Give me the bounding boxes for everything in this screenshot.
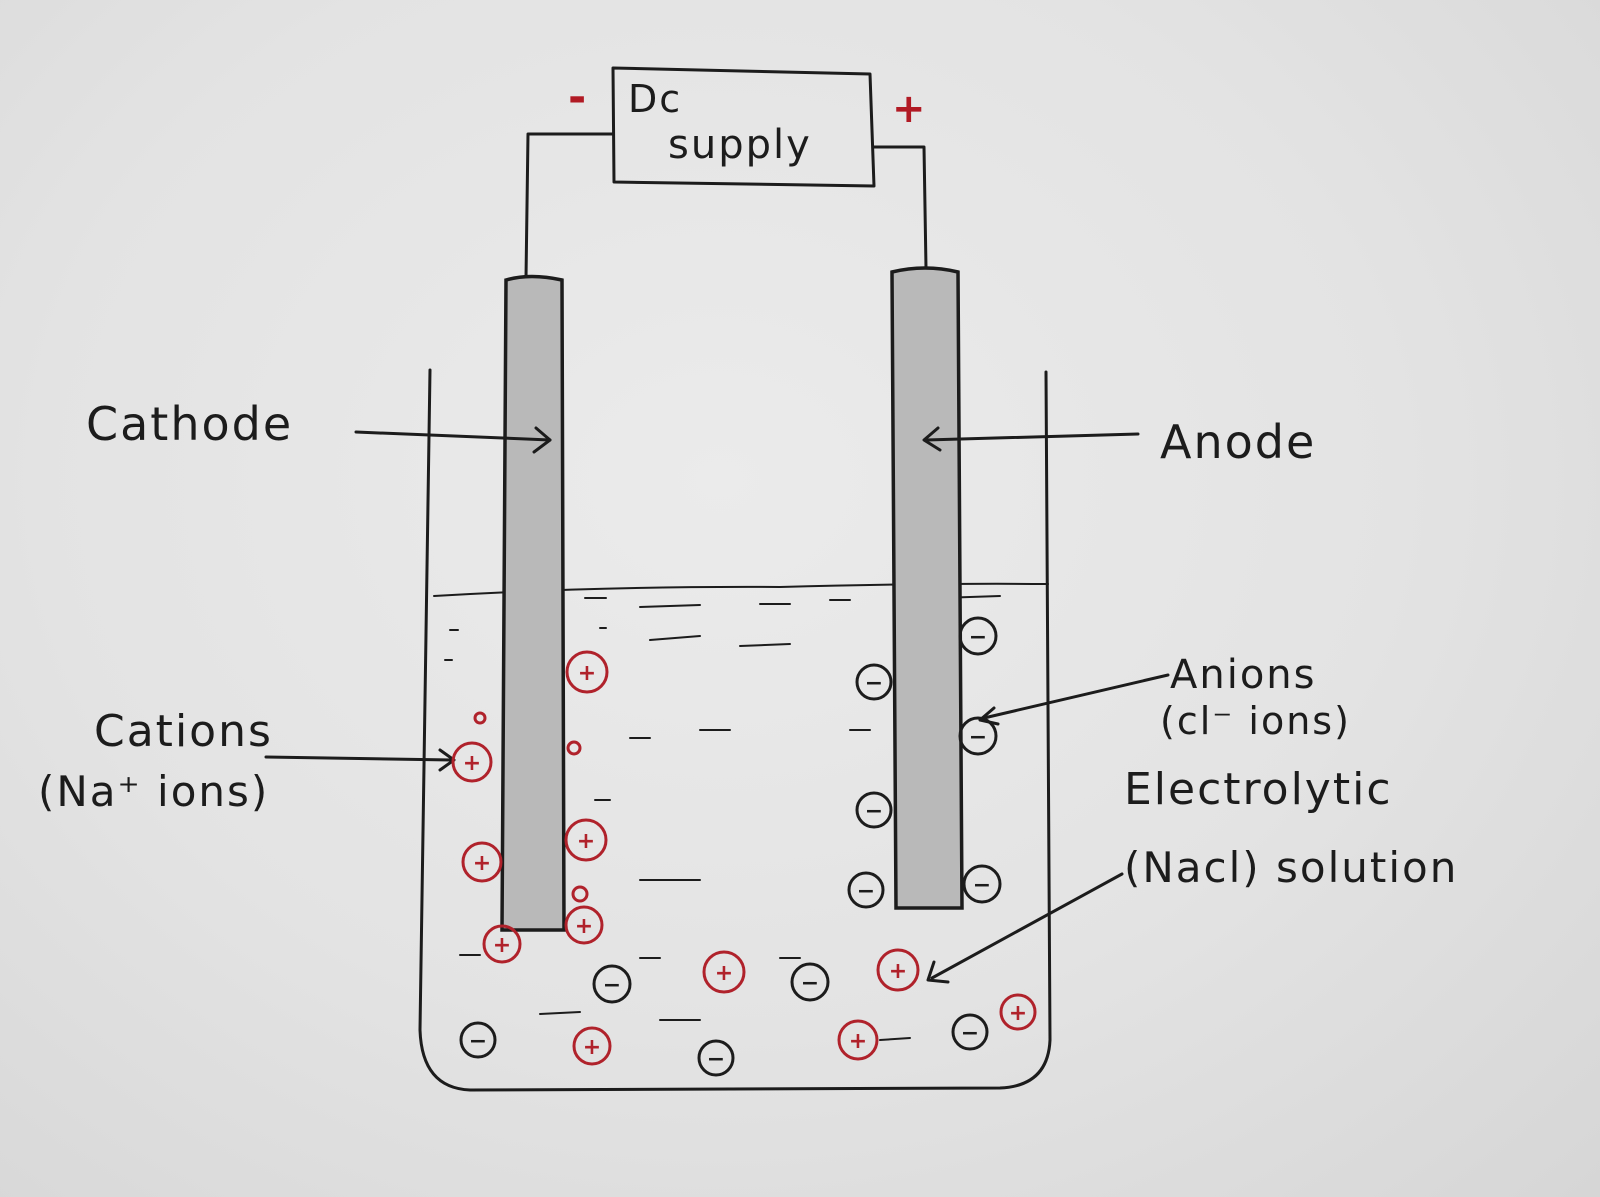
svg-text:+: + [715,961,733,986]
positive-terminal-sign: + [892,86,926,132]
svg-text:+: + [1009,1001,1027,1026]
anode-electrode [890,266,964,910]
anode-wire [872,145,928,270]
anion-ion: − [847,871,885,909]
svg-text:+: + [583,1035,601,1060]
anions-label-line1: Anions [1170,652,1317,698]
cathode-wire [524,132,615,280]
anions-pointer-arrow [978,673,1170,726]
cation-ion: + [572,1026,612,1066]
electrolyte-label-line2: (Nacl) solution [1124,843,1458,892]
cathode-pointer-arrow [354,426,552,454]
cation-ion: + [565,650,609,694]
supply-label-line2: supply [668,122,812,168]
svg-text:−: − [961,1021,979,1046]
svg-text:−: − [973,873,991,898]
svg-text:−: − [707,1047,725,1072]
anion-ion: − [958,616,998,656]
svg-text:+: + [575,914,593,939]
svg-text:−: − [865,671,883,696]
svg-text:+: + [493,933,511,958]
svg-text:−: − [865,799,883,824]
small-bubble [566,740,582,756]
anode-pointer-arrow [922,426,1140,452]
small-bubble [473,711,487,725]
anion-ion: − [855,791,893,829]
svg-text:−: − [801,971,819,996]
svg-text:−: − [469,1029,487,1054]
negative-terminal-sign: - [568,72,586,123]
anion-ion: − [958,716,998,756]
cation-ion: + [564,818,608,862]
anion-ion: − [790,962,830,1002]
cation-ion: + [564,905,604,945]
cation-ion: + [837,1019,879,1061]
cathode-electrode [500,274,566,932]
cation-ion: + [451,741,493,783]
anion-ion: − [592,964,632,1004]
svg-text:−: − [857,879,875,904]
cations-pointer-arrow [264,748,456,772]
anion-ion: − [459,1021,497,1059]
anions-label-line2: (cl⁻ ions) [1160,699,1351,743]
cation-ion: + [461,841,503,883]
svg-text:−: − [603,973,621,998]
cation-ion: + [999,993,1037,1031]
electrolyte-pointer-arrow [926,872,1124,984]
cation-ion: + [482,924,522,964]
wires [524,132,928,280]
svg-text:+: + [473,851,491,876]
cathode-label: Cathode [86,397,293,451]
cation-ion: + [876,948,920,992]
cation-ion: + [702,950,746,994]
cations-label-line1: Cations [94,706,273,757]
electrolyte-label-line1: Electrolytic [1124,764,1393,815]
anode-label: Anode [1160,415,1316,469]
anion-ion: − [855,663,893,701]
anion-ion: − [962,864,1002,904]
svg-text:−: − [969,725,987,750]
supply-label-line1: Dc [628,77,682,121]
svg-text:+: + [463,751,481,776]
svg-text:+: + [849,1029,867,1054]
dc-supply: Dc supply - + [568,66,926,188]
svg-text:+: + [577,829,595,854]
beaker [418,368,1052,1092]
cations-label-line2: (Na⁺ ions) [38,767,269,816]
small-bubble [571,885,589,903]
svg-text:−: − [969,625,987,650]
svg-text:+: + [889,959,907,984]
anion-ion: − [697,1039,735,1077]
anion-ion: − [951,1013,989,1051]
svg-text:+: + [578,661,596,686]
